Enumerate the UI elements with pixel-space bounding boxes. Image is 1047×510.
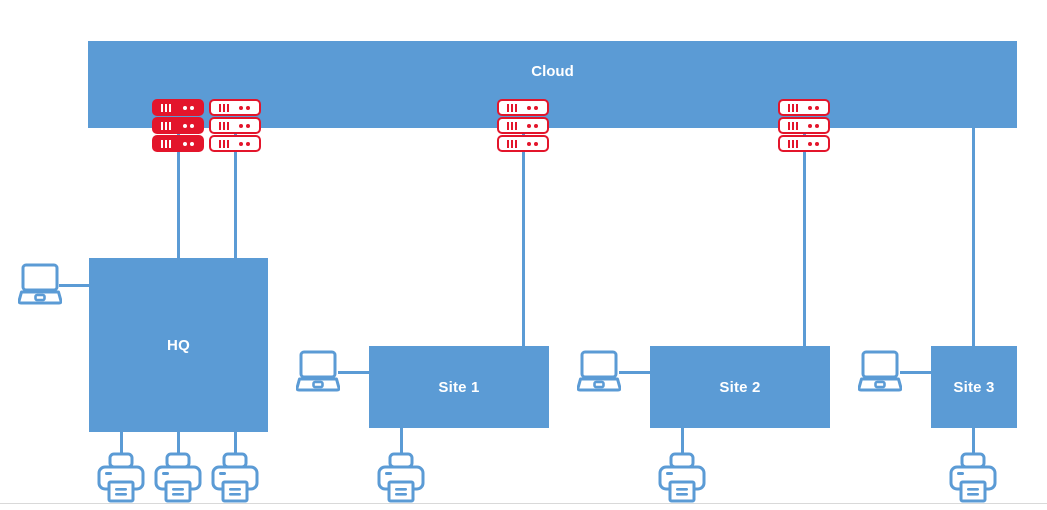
node-site1-label: Site 1	[438, 378, 480, 396]
node-hq[interactable]: HQ	[89, 258, 268, 432]
link-hq-to-printer-3	[234, 432, 237, 454]
printer-icon[interactable]	[211, 452, 259, 503]
laptop-icon[interactable]	[18, 261, 62, 306]
node-site1[interactable]: Site 1	[369, 346, 549, 428]
printer-glyph	[658, 452, 706, 503]
footer-divider	[0, 503, 1047, 504]
cloud-label: Cloud	[531, 63, 574, 80]
server-led-icon	[527, 105, 538, 110]
server-unit	[497, 135, 549, 152]
node-site3[interactable]: Site 3	[931, 346, 1017, 428]
printer-glyph	[211, 452, 259, 503]
server-led-icon	[808, 123, 819, 128]
server-rack-icon[interactable]	[209, 99, 261, 152]
node-site2[interactable]: Site 2	[650, 346, 830, 428]
server-led-icon	[808, 105, 819, 110]
laptop-icon[interactable]	[858, 348, 902, 393]
printer-glyph	[377, 452, 425, 503]
server-unit	[778, 135, 830, 152]
server-bars-icon	[788, 103, 798, 112]
server-led-icon	[239, 123, 250, 128]
link-rack-hq1-to-hq	[177, 128, 180, 260]
server-unit	[152, 117, 204, 134]
node-hq-label: HQ	[167, 336, 190, 354]
link-hq-to-printer-1	[120, 432, 123, 454]
server-led-icon	[239, 141, 250, 146]
link-rack-hq2-to-hq	[234, 128, 237, 260]
server-led-icon	[183, 141, 194, 146]
server-led-icon	[183, 105, 194, 110]
server-bars-icon	[788, 139, 798, 148]
server-unit	[152, 135, 204, 152]
server-unit	[152, 99, 204, 116]
server-unit	[778, 117, 830, 134]
server-bars-icon	[161, 121, 171, 130]
server-bars-icon	[161, 139, 171, 148]
server-unit	[497, 99, 549, 116]
link-site2-to-printer	[681, 428, 684, 454]
server-unit	[497, 117, 549, 134]
link-laptop-site1-to-site1	[338, 371, 371, 374]
server-bars-icon	[161, 103, 171, 112]
server-rack-icon[interactable]	[152, 99, 204, 152]
node-site2-label: Site 2	[719, 378, 761, 396]
link-laptop-hq-to-hq	[59, 284, 91, 287]
server-unit	[778, 99, 830, 116]
server-led-icon	[808, 141, 819, 146]
server-bars-icon	[788, 121, 798, 130]
server-unit	[209, 135, 261, 152]
printer-icon[interactable]	[154, 452, 202, 503]
printer-glyph	[97, 452, 145, 503]
printer-icon[interactable]	[97, 452, 145, 503]
server-bars-icon	[219, 121, 229, 130]
printer-glyph	[949, 452, 997, 503]
server-led-icon	[239, 105, 250, 110]
link-site1-to-printer	[400, 428, 403, 454]
server-rack-icon[interactable]	[778, 99, 830, 152]
link-hq-to-printer-2	[177, 432, 180, 454]
link-cloud-to-site3	[972, 128, 975, 348]
server-bars-icon	[507, 139, 517, 148]
node-site3-label: Site 3	[953, 378, 995, 396]
link-rack-site2-to-site2	[803, 128, 806, 348]
server-unit	[209, 117, 261, 134]
laptop-glyph	[577, 350, 621, 392]
link-laptop-site2-to-site2	[619, 371, 652, 374]
server-bars-icon	[219, 103, 229, 112]
link-laptop-site3-to-site3	[900, 371, 933, 374]
server-led-icon	[527, 123, 538, 128]
server-rack-icon[interactable]	[497, 99, 549, 152]
server-unit	[209, 99, 261, 116]
server-bars-icon	[507, 103, 517, 112]
server-bars-icon	[219, 139, 229, 148]
printer-glyph	[154, 452, 202, 503]
server-led-icon	[183, 123, 194, 128]
server-bars-icon	[507, 121, 517, 130]
laptop-glyph	[18, 263, 62, 305]
server-led-icon	[527, 141, 538, 146]
printer-icon[interactable]	[949, 452, 997, 503]
printer-icon[interactable]	[377, 452, 425, 503]
laptop-icon[interactable]	[296, 348, 340, 393]
printer-icon[interactable]	[658, 452, 706, 503]
laptop-icon[interactable]	[577, 348, 621, 393]
link-site3-to-printer	[972, 428, 975, 454]
laptop-glyph	[296, 350, 340, 392]
link-rack-site1-to-site1	[522, 128, 525, 348]
laptop-glyph	[858, 350, 902, 392]
